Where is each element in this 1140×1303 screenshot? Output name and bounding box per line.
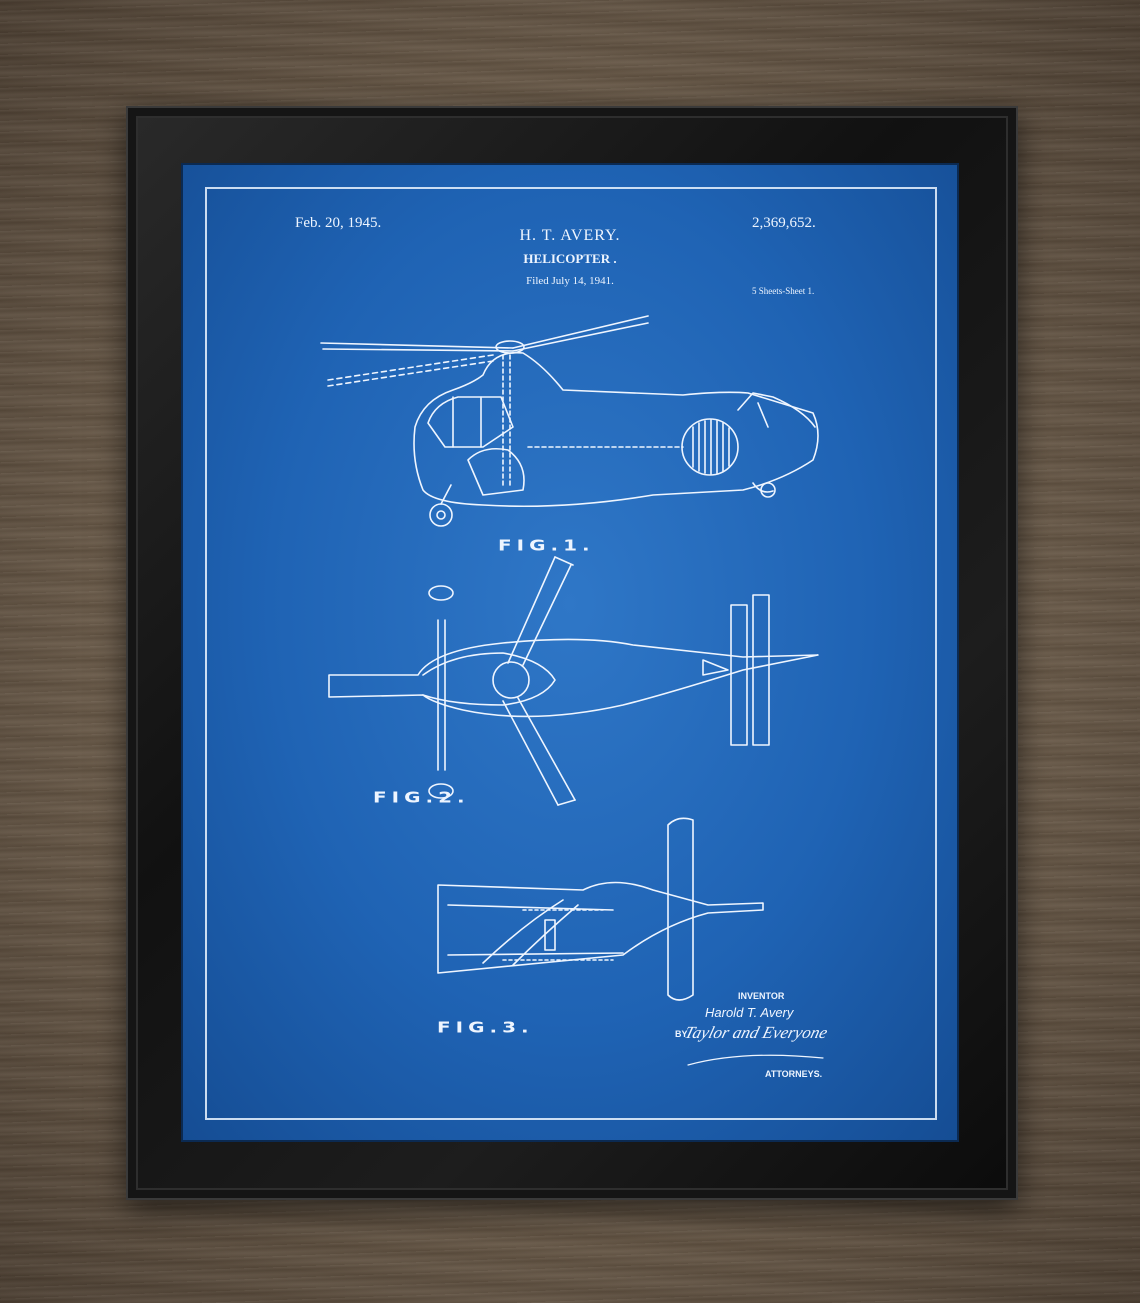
fig1-label: FIG.1.: [498, 536, 595, 554]
attorney-signature: Taylor and Everyone: [682, 1023, 830, 1042]
fig3-label: FIG.3.: [437, 1018, 534, 1036]
fig2-top-view: [328, 556, 819, 806]
by-label: BY: [675, 1029, 688, 1039]
fig3-tail-detail: [437, 817, 764, 1001]
blueprint-print: Feb. 20, 1945. H. T. AVERY. HELICOPTER .…: [183, 165, 957, 1140]
blueprint-border: [205, 187, 937, 1120]
patent-filed-date: Filed July 14, 1941.: [526, 275, 614, 287]
fig2-label: FIG.2.: [373, 788, 470, 806]
inventor-name: Harold T. Avery: [705, 1005, 794, 1020]
patent-sheets: 5 Sheets-Sheet 1.: [752, 286, 815, 296]
fig1-side-view: [320, 315, 819, 527]
patent-title: HELICOPTER .: [523, 251, 617, 266]
helicopter-drawings: [320, 315, 824, 1066]
inventor-label: INVENTOR: [738, 991, 785, 1001]
patent-inventor: H. T. AVERY.: [519, 227, 621, 244]
attorneys-label: ATTORNEYS.: [765, 1069, 823, 1079]
patent-number: 2,369,652.: [752, 215, 816, 231]
patent-date: Feb. 20, 1945.: [295, 215, 382, 231]
signature-flourish: [687, 1054, 824, 1066]
